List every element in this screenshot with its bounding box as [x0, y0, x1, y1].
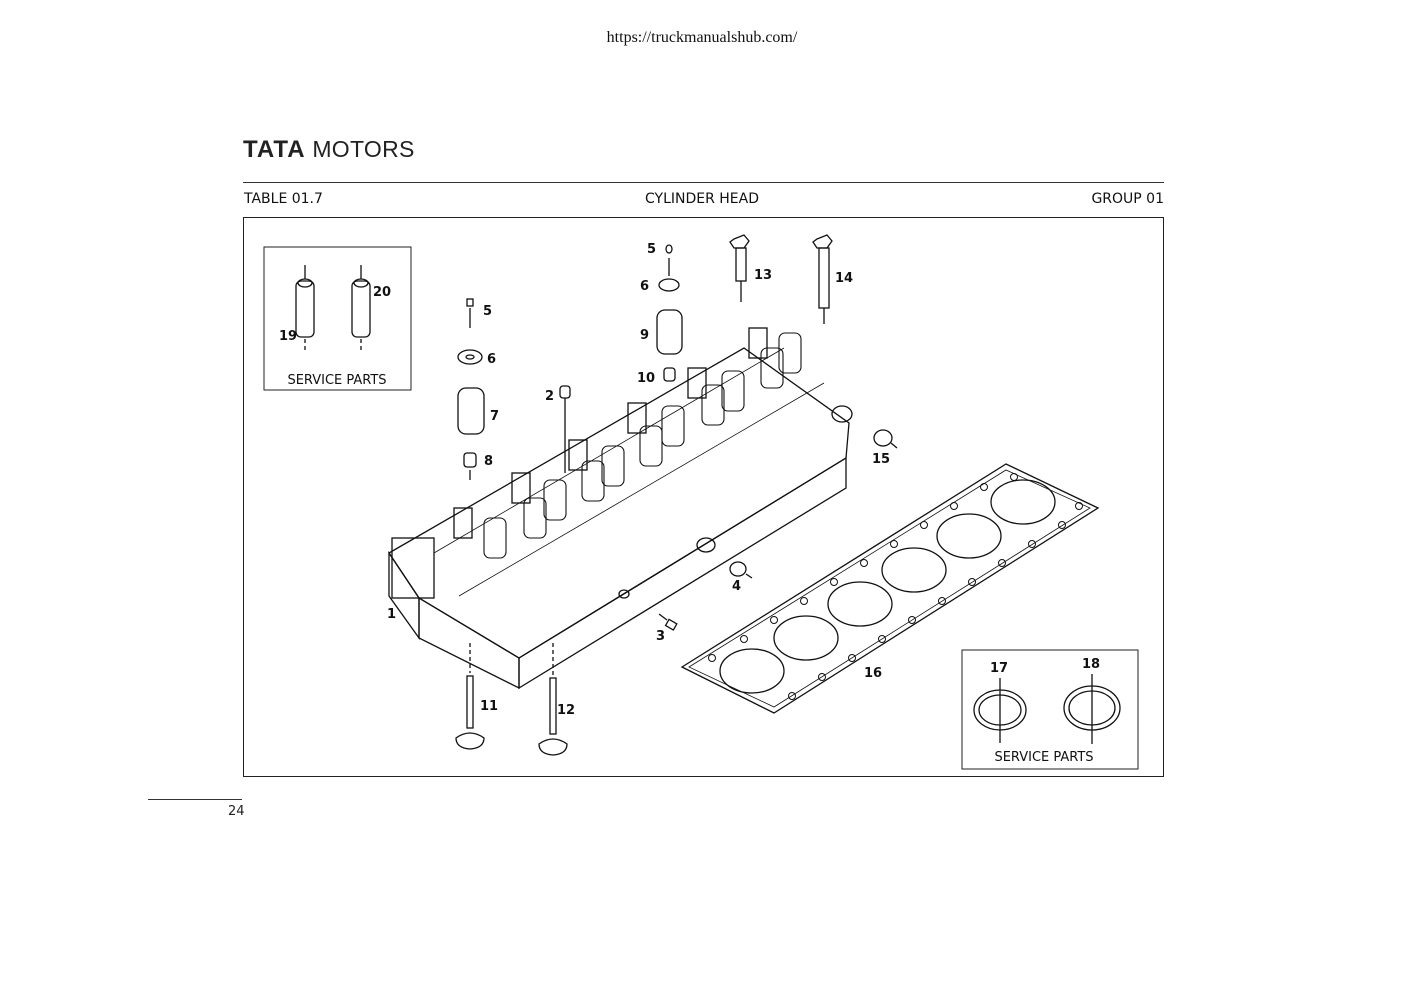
service-parts-box-right: 17 18 SERVICE PARTS: [961, 649, 1139, 770]
callout-5-middle: 5: [647, 242, 656, 257]
callout-18: 18: [1082, 657, 1100, 672]
callout-6-middle: 6: [640, 279, 649, 294]
callout-2: 2: [545, 389, 554, 404]
exploded-parts-left: 5 6 7 8: [457, 298, 499, 480]
exploded-parts-middle: 5 6 9 10: [637, 242, 683, 386]
callout-19: 19: [279, 329, 297, 344]
callout-1: 1: [387, 607, 396, 622]
page-number: 24: [228, 804, 245, 819]
service-parts-label-left: SERVICE PARTS: [287, 373, 386, 388]
head-bolts: 13 14: [729, 234, 853, 324]
group-label: GROUP 01: [1091, 191, 1164, 207]
callout-14: 14: [835, 271, 853, 286]
table-number: TABLE 01.7: [244, 191, 323, 207]
callout-11: 11: [480, 699, 498, 714]
source-url[interactable]: https://truckmanualshub.com/: [606, 29, 798, 46]
brand-bold: TATA: [243, 136, 306, 163]
callout-12: 12: [557, 703, 575, 718]
callout-20: 20: [373, 285, 391, 300]
small-parts: 2 3 4 15 1: [387, 385, 898, 644]
cylinder-head-body: [388, 347, 853, 690]
valve-springs-assembly: [453, 327, 802, 559]
footer-divider: [148, 799, 242, 800]
valves: 11 12: [455, 643, 575, 756]
parts-diagram-frame: 19 20 SERVICE PARTS 17 18 SERVICE PARTS: [243, 217, 1164, 777]
service-parts-box-left: 19 20 SERVICE PARTS: [263, 246, 412, 391]
header-divider: [243, 182, 1164, 183]
callout-5-left: 5: [483, 304, 492, 319]
callout-10: 10: [637, 371, 655, 386]
callout-6-left: 6: [487, 352, 496, 367]
brand-light: MOTORS: [312, 136, 415, 162]
callout-13: 13: [754, 268, 772, 283]
callout-3: 3: [656, 629, 665, 644]
service-parts-label-right: SERVICE PARTS: [994, 750, 1093, 765]
page-title: CYLINDER HEAD: [644, 191, 760, 207]
callout-4: 4: [732, 579, 741, 594]
head-gasket: 16: [680, 463, 1100, 714]
callout-16: 16: [864, 666, 882, 681]
brand-logo: TATA MOTORS: [243, 136, 415, 164]
callout-8: 8: [484, 454, 493, 469]
callout-15: 15: [872, 452, 890, 467]
callout-9: 9: [640, 328, 649, 343]
cylinder-head-diagram: 19 20 SERVICE PARTS 17 18 SERVICE PARTS: [263, 234, 1139, 770]
callout-7: 7: [490, 409, 499, 424]
callout-17: 17: [990, 661, 1008, 676]
